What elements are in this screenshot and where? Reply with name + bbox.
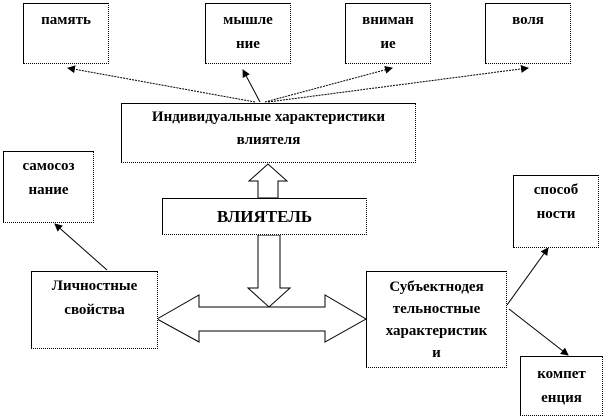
arrow-to-will bbox=[267, 64, 529, 103]
label-line: вниман bbox=[362, 12, 414, 28]
label-line: ВЛИЯТЕЛЬ bbox=[216, 207, 313, 226]
arrow-to-thinking bbox=[242, 69, 261, 103]
box-subject-characteristics: Субъектнодея тельностные характеристик и bbox=[366, 271, 507, 368]
label-line: компет bbox=[537, 366, 586, 382]
arrow-to-memory bbox=[67, 65, 256, 103]
block-arrow-down bbox=[246, 234, 292, 308]
box-individual-characteristics: Индивидуальные характеристики влиятеля bbox=[121, 103, 416, 163]
label-line: ности bbox=[536, 206, 576, 222]
label-line: воля bbox=[512, 12, 544, 28]
box-influencer: ВЛИЯТЕЛЬ bbox=[162, 198, 367, 235]
arrow-to-competence bbox=[508, 308, 569, 356]
label-line: самосоз bbox=[22, 158, 75, 174]
label-line: Личностные bbox=[51, 278, 138, 294]
label-line: свойства bbox=[64, 302, 125, 318]
arrow-to-attention bbox=[264, 65, 393, 103]
box-will: воля bbox=[485, 3, 571, 64]
label-line: характеристик bbox=[385, 323, 488, 339]
label-line: и bbox=[432, 345, 441, 361]
box-abilities: способ ности bbox=[513, 175, 599, 248]
block-arrow-horizontal bbox=[155, 294, 368, 343]
label-line: Индивидуальные характеристики bbox=[151, 109, 386, 125]
label-line: способ bbox=[533, 182, 579, 198]
box-competence: компет енция bbox=[520, 356, 603, 416]
box-thinking: мышле ние bbox=[205, 3, 291, 64]
block-arrow-up bbox=[247, 163, 289, 199]
label-line: тельностные bbox=[392, 301, 481, 317]
label-line: память bbox=[41, 12, 91, 28]
label-line: енция bbox=[541, 390, 582, 406]
arrow-to-self-awareness bbox=[54, 223, 108, 271]
box-memory: память bbox=[23, 3, 109, 64]
label-line: нание bbox=[28, 182, 69, 198]
label-line: ние bbox=[236, 36, 260, 52]
arrow-to-abilities bbox=[506, 247, 549, 306]
label-line: ие bbox=[380, 36, 396, 52]
box-self-awareness: самосоз нание bbox=[3, 151, 94, 223]
label-line: влиятеля bbox=[236, 132, 301, 148]
box-personal-properties: Личностные свойства bbox=[31, 271, 158, 349]
box-attention: вниман ие bbox=[345, 3, 431, 64]
label-line: мышле bbox=[223, 12, 273, 28]
label-line: Субъектнодея bbox=[389, 279, 484, 295]
